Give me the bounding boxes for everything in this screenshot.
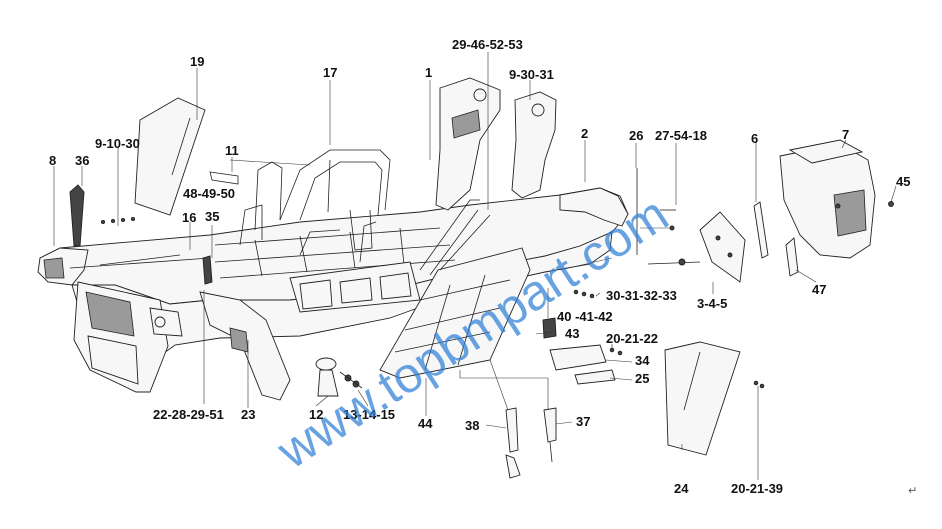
vertical-frame-2 <box>511 91 557 199</box>
label-13-14-15: 13-14-15 <box>343 407 395 422</box>
label-19: 19 <box>190 54 204 69</box>
label-16: 16 <box>182 210 196 225</box>
latch-38 <box>505 407 521 479</box>
label-23: 23 <box>241 407 255 422</box>
label-11: 11 <box>225 143 239 158</box>
label-1: 1 <box>425 65 432 80</box>
label-40-41-42: 40 -41-42 <box>557 309 613 324</box>
label-9-30-31: 9-30-31 <box>509 67 554 82</box>
bracket-47 <box>785 237 799 277</box>
label-20-21-22: 20-21-22 <box>606 331 658 346</box>
corner-mark: ↵ <box>908 484 917 497</box>
label-3-4-5: 3-4-5 <box>697 296 727 311</box>
strip-25 <box>574 369 616 385</box>
label-37: 37 <box>576 414 590 429</box>
handle-36 <box>69 184 85 247</box>
bolts-20-21-39 <box>753 380 765 389</box>
label-26: 26 <box>629 128 643 143</box>
label-44: 44 <box>418 416 433 431</box>
label-12: 12 <box>309 407 323 422</box>
label-36: 36 <box>75 153 89 168</box>
leader-lines <box>53 52 897 480</box>
label-27-54-18: 27-54-18 <box>655 128 707 143</box>
fittings-13-14-15 <box>339 371 363 389</box>
label-2: 2 <box>581 126 588 141</box>
label-35: 35 <box>205 209 219 224</box>
label-24: 24 <box>674 481 689 496</box>
label-30-31-32-33: 30-31-32-33 <box>606 288 677 303</box>
post-35 <box>202 255 213 285</box>
part-labels: 1 2 3-4-5 6 7 8 9-10-30 9-30-31 11 12 13… <box>49 37 910 496</box>
label-34: 34 <box>635 353 650 368</box>
plate-3-4-5 <box>647 211 746 283</box>
panel-24 <box>664 341 741 456</box>
label-25: 25 <box>635 371 649 386</box>
mount-43 <box>542 317 557 339</box>
label-8: 8 <box>49 153 56 168</box>
bolt-27-54-18 <box>640 209 676 231</box>
label-7: 7 <box>842 127 849 142</box>
lamp-12 <box>315 357 339 397</box>
railings <box>239 149 391 263</box>
bolts-30-31-32-33 <box>573 289 595 299</box>
fender-23 <box>199 291 291 401</box>
label-9-10-30: 9-10-30 <box>95 136 140 151</box>
label-6: 6 <box>751 131 758 146</box>
stair-grate-44 <box>379 199 531 379</box>
panel-19 <box>134 97 206 216</box>
latch-37 <box>543 407 557 463</box>
bolts-9-10-30 <box>100 216 136 225</box>
label-38: 38 <box>465 418 479 433</box>
bracket-11 <box>209 171 239 185</box>
label-17: 17 <box>323 65 337 80</box>
label-29-46-52-53: 29-46-52-53 <box>452 37 523 52</box>
label-20-21-39: 20-21-39 <box>731 481 783 496</box>
label-22-28-29-51: 22-28-29-51 <box>153 407 224 422</box>
vertical-frame-1 <box>435 77 501 211</box>
front-grille-box <box>73 281 183 393</box>
label-48-49-50: 48-49-50 <box>183 186 235 201</box>
tank-7 <box>779 139 876 259</box>
label-47: 47 <box>812 282 826 297</box>
label-43: 43 <box>565 326 579 341</box>
strip-6 <box>753 201 769 259</box>
label-45: 45 <box>896 174 910 189</box>
bolt-45 <box>888 201 894 207</box>
main-hull <box>37 187 629 357</box>
bracket-34 <box>549 344 607 371</box>
